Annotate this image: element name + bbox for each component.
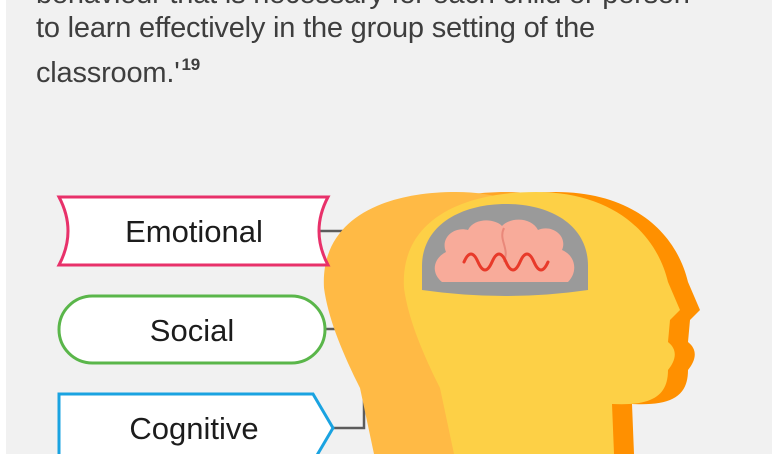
domain-box-emotional: Emotional [56, 195, 331, 267]
learning-domains-diagram: Emotional Social Cognitive [56, 192, 700, 454]
quote-line: classroom.'19 [36, 55, 756, 90]
domain-label-social: Social [150, 313, 234, 348]
brain-icon [422, 204, 588, 296]
quote-line: behaviour that is necessary for each chi… [36, 0, 756, 11]
quote-text: classroom.' [36, 57, 180, 89]
footnote-reference: 19 [181, 55, 201, 74]
quote-line: to learn effectively in the group settin… [36, 12, 595, 44]
domain-box-cognitive: Cognitive [57, 392, 335, 454]
content-panel: behaviour that is necessary for each chi… [6, 0, 772, 454]
domain-box-social: Social [57, 294, 327, 365]
domain-label-cognitive: Cognitive [129, 411, 258, 446]
domain-label-emotional: Emotional [125, 214, 263, 249]
